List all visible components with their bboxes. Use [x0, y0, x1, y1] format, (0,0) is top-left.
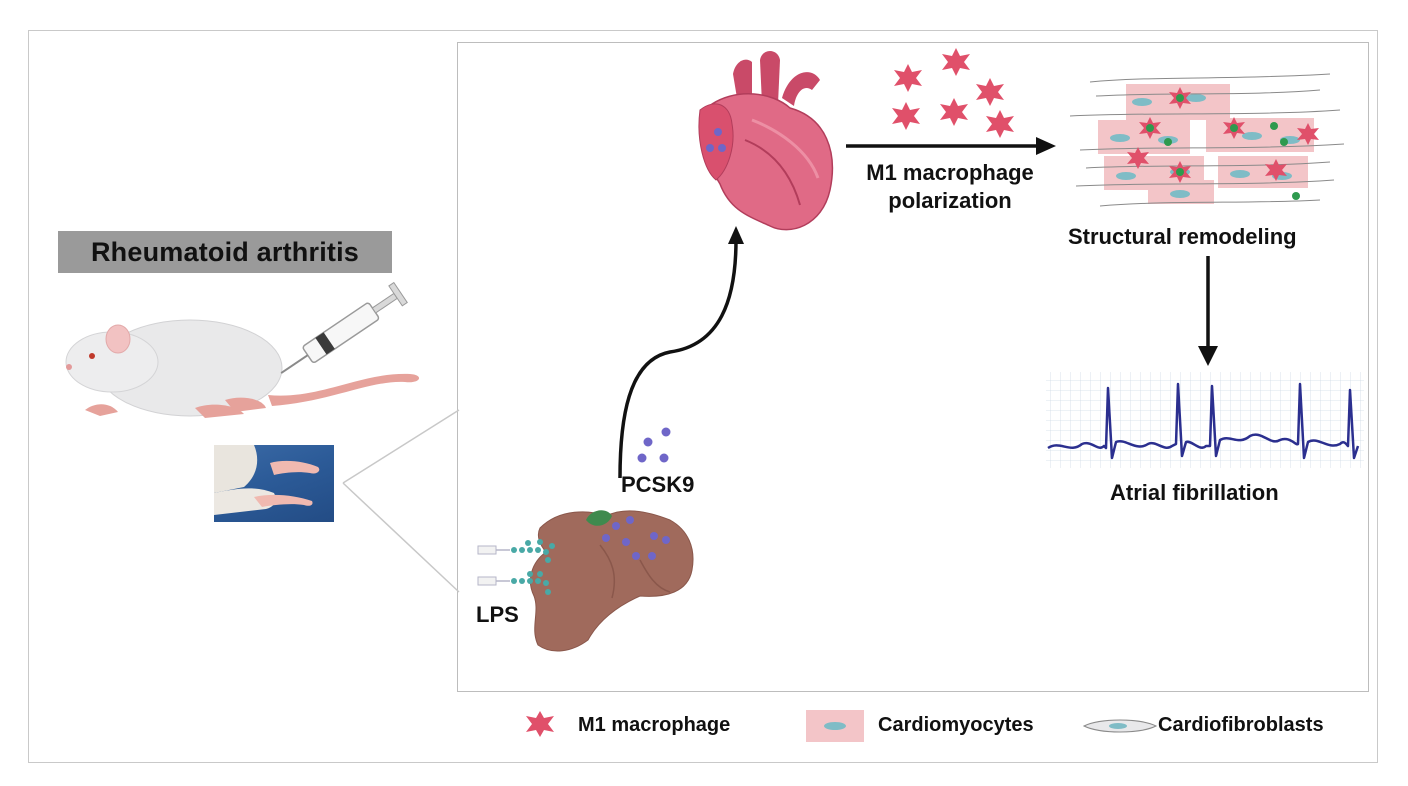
cardiomyocyte-icon: [806, 710, 864, 742]
rat-illustration: [65, 319, 420, 418]
legend-icons: [526, 710, 1158, 742]
structural-remodeling-label: Structural remodeling: [1068, 224, 1297, 249]
m1-polarization-label-line1: M1 macrophage: [866, 160, 1034, 185]
ecg-trace: [1046, 372, 1364, 468]
m1-macrophage-icon: [526, 711, 554, 737]
rat-paw-photo: [214, 445, 334, 522]
atrial-fibrillation-label: Atrial fibrillation: [1110, 480, 1279, 505]
liver-illustration: [530, 510, 694, 652]
pcsk9-to-heart-arrow: [618, 226, 744, 479]
pcsk9-particles: [637, 427, 671, 463]
lps-injection: [477, 539, 555, 595]
remodeled-tissue-illustration: [1069, 73, 1345, 207]
heart-illustration: [698, 51, 834, 231]
lps-label: LPS: [476, 602, 519, 627]
m1-macrophage-cluster: [892, 48, 1014, 138]
cardiofibroblast-icon: [1082, 719, 1158, 733]
legend-label-cardiomyocytes: Cardiomyocytes: [878, 714, 1034, 736]
m1-polarization-label-line2: polarization: [888, 188, 1012, 213]
legend-label-m1-macrophage: M1 macrophage: [578, 714, 731, 736]
rheumatoid-arthritis-title-box: Rheumatoid arthritis: [58, 231, 392, 273]
legend-label-cardiofibroblasts: Cardiofibroblasts: [1158, 714, 1324, 736]
rheumatoid-arthritis-title: Rheumatoid arthritis: [90, 236, 360, 267]
callout-lines: [342, 409, 460, 593]
remodeling-to-af-arrow: [1198, 256, 1218, 366]
pcsk9-label: PCSK9: [621, 472, 695, 497]
syringe-icon: [280, 281, 408, 374]
polarization-arrow: [846, 137, 1056, 155]
